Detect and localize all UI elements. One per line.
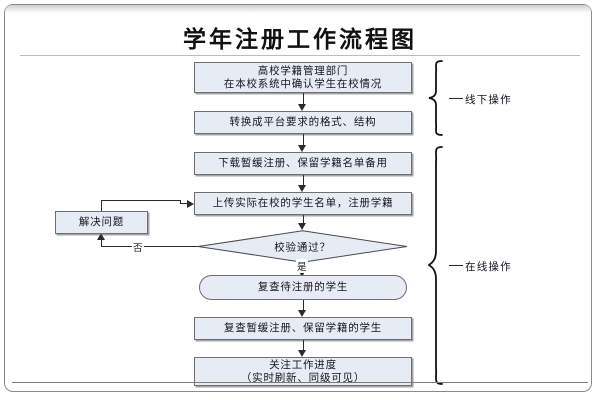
group-brace-offline-stem (449, 97, 463, 99)
connector-confirm-to-convert (302, 93, 304, 107)
arrow-no-to-solve-problem (96, 233, 105, 240)
page-title: 学年注册工作流程图 (183, 26, 417, 53)
node-verify-pass[interactable]: 校验通过？ (197, 230, 408, 263)
node-review-deferred-label: 复查暂缓注册、保留学籍的学生 (223, 322, 383, 335)
node-track-progress[interactable]: 关注工作进度 （实时刷新、同级可见） (194, 357, 412, 386)
edge-label-no: 否 (132, 240, 144, 254)
node-review-deferred[interactable]: 复查暂缓注册、保留学籍的学生 (194, 317, 412, 340)
edge-label-yes: 是 (296, 259, 308, 273)
node-solve-problem-label: 解决问题 (78, 216, 125, 229)
arrow-convert-to-download (298, 145, 306, 152)
frame-top-sheen (5, 5, 591, 12)
arrow-upload-to-verify (298, 223, 306, 230)
node-download-deferred-list[interactable]: 下载暂缓注册、保留学籍名单备用 (194, 152, 412, 175)
node-review-pending[interactable]: 复查待注册的学生 (199, 275, 407, 300)
connector-verify-no-vertical (101, 239, 103, 247)
bottom-divider (12, 382, 588, 383)
node-convert-format-label: 转换成平台要求的格式、结构 (229, 116, 377, 129)
arrow-review-pending-to-deferred (298, 310, 306, 317)
node-track-progress-line1: 关注工作进度 (269, 359, 337, 371)
connector-deferred-to-track (302, 340, 304, 353)
arrow-solve-to-upload (187, 199, 194, 208)
node-confirm-status-line1: 高校学籍管理部门 (257, 65, 349, 77)
arrow-download-to-upload (298, 185, 306, 192)
group-brace-online-stem (449, 265, 463, 267)
connector-solve-up (101, 200, 103, 211)
group-label-online: 在线操作 (465, 261, 512, 273)
connector-download-to-upload (302, 175, 304, 188)
group-brace-offline (428, 60, 450, 136)
node-verify-pass-label: 校验通过？ (274, 241, 331, 253)
connector-solve-to-upload-horizontal (101, 200, 181, 202)
arrow-confirm-to-convert (298, 104, 306, 111)
node-review-pending-label: 复查待注册的学生 (257, 281, 349, 294)
arrow-verify-to-review-pending (298, 270, 306, 277)
arrow-deferred-to-track (298, 350, 306, 357)
node-confirm-status-line2: 在本校系统中确认学生在校情况 (223, 77, 383, 90)
node-confirm-status[interactable]: 高校学籍管理部门 在本校系统中确认学生在校情况 (194, 62, 412, 93)
connector-solve-into-upload (180, 203, 188, 205)
node-upload-student-list[interactable]: 上传实际在校的学生名单，注册学籍 (194, 192, 412, 215)
group-brace-online (428, 146, 450, 386)
title-divider (20, 55, 580, 56)
node-convert-format[interactable]: 转换成平台要求的格式、结构 (194, 111, 412, 134)
connector-solve-down-to-upload (180, 200, 182, 204)
connector-upload-to-verify (302, 215, 304, 225)
connector-review-pending-to-deferred (302, 300, 304, 313)
node-download-deferred-list-label: 下载暂缓注册、保留学籍名单备用 (218, 157, 388, 170)
group-label-offline: 线下操作 (465, 94, 512, 106)
node-solve-problem[interactable]: 解决问题 (55, 211, 148, 234)
connector-convert-to-download (302, 134, 304, 148)
connector-verify-no-horizontal (101, 246, 198, 248)
node-upload-student-list-label: 上传实际在校的学生名单，注册学籍 (212, 197, 394, 210)
node-track-progress-line2: （实时刷新、同级可见） (240, 371, 366, 384)
